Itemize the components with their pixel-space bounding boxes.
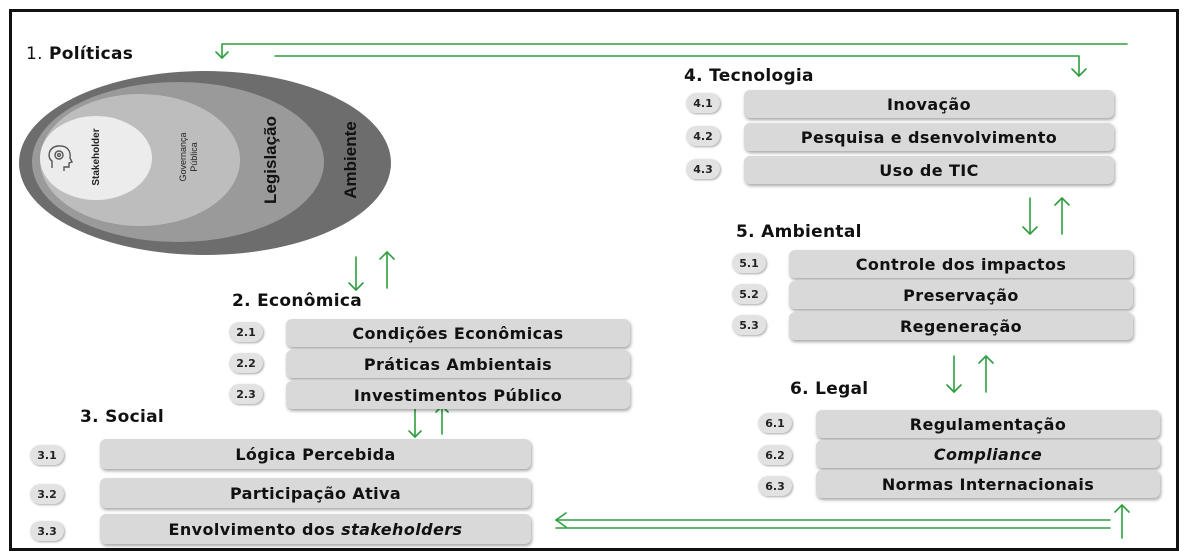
item-number: 6.2 (758, 445, 792, 465)
item-preservacao: Preservação (789, 281, 1133, 309)
arrow-top-forward (274, 55, 1087, 77)
item-number: 6.3 (758, 476, 792, 496)
legislacao-label: Legislação (261, 116, 280, 204)
item-number: 3.3 (30, 521, 64, 541)
item-number: 4.3 (686, 159, 720, 179)
stakeholder-ellipse (40, 116, 152, 200)
item-number: 2.1 (229, 322, 263, 342)
item-number: 3.2 (30, 484, 64, 504)
section-title-politicas: 1. Políticas (26, 44, 134, 64)
item-number: 5.3 (732, 315, 766, 335)
section-title-economica: 2. Econômica (232, 291, 363, 311)
item-regeneracao: Regeneração (789, 312, 1133, 340)
item-compliance: Compliance (816, 440, 1160, 468)
item-number: 5.1 (732, 253, 766, 273)
governanca-label-2: Pública (189, 142, 199, 172)
arrow-pair-4-5 (1022, 197, 1070, 235)
item-inovacao: Inovação (744, 90, 1114, 118)
section-title-legal: 6. Legal (790, 379, 869, 399)
item-regulamentacao: Regulamentação (816, 410, 1160, 438)
item-number: 6.1 (758, 413, 792, 433)
item-number: 4.1 (686, 93, 720, 113)
item-number: 2.3 (229, 384, 263, 404)
item-investimentos-publico: Investimentos Público (286, 381, 630, 409)
item-number: 2.2 (229, 353, 263, 373)
ambiente-label: Ambiente (341, 121, 360, 198)
section-title-ambiental: 5. Ambiental (736, 222, 862, 242)
arrow-pair-5-6 (946, 355, 994, 393)
arrow-legal-to-social (555, 512, 1111, 529)
section-title-social: 3. Social (80, 407, 165, 427)
item-controle-impactos: Controle dos impactos (789, 250, 1133, 278)
item-uso-tic: Uso de TIC (744, 156, 1114, 184)
item-condicoes-economicas: Condições Econômicas (286, 319, 630, 347)
item-number: 3.1 (30, 445, 64, 465)
head-gear-icon (48, 145, 73, 171)
item-pesquisa: Pesquisa e dsenvolvimento (744, 123, 1114, 151)
item-number: 4.2 (686, 126, 720, 146)
arrow-top-return (215, 43, 1128, 59)
stakeholder-label: Stakeholder (91, 128, 102, 185)
item-normas-internacionais: Normas Internacionais (816, 470, 1160, 498)
arrow-pair-1-2 (348, 251, 395, 291)
item-participacao-ativa: Participação Ativa (100, 478, 531, 508)
arrow-up-right (1114, 504, 1130, 539)
item-praticas-ambientais: Práticas Ambientais (286, 350, 630, 378)
item-logica-percebida: Lógica Percebida (100, 439, 531, 469)
item-number: 5.2 (732, 284, 766, 304)
governanca-label-1: Governança (178, 132, 188, 181)
item-envolvimento-stakeholders: Envolvimento dos stakeholders (100, 514, 531, 544)
arrow-pair-2-3 (408, 405, 449, 438)
section-title-tecnologia: 4. Tecnologia (684, 66, 814, 86)
